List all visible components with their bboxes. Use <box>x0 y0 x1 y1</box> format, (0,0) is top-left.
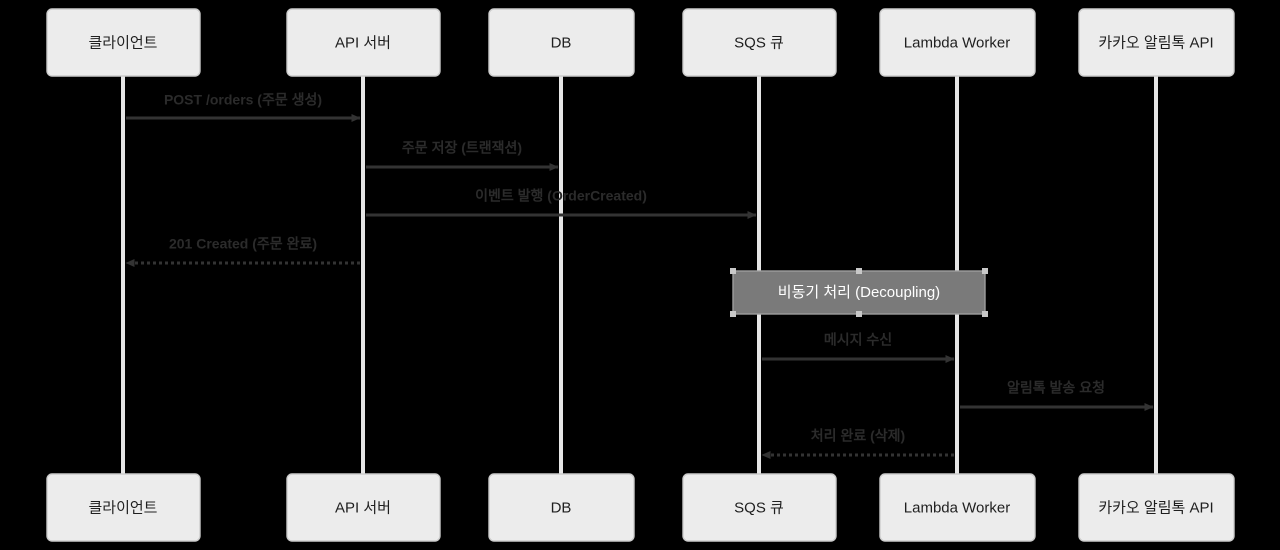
actor-label: 클라이언트 <box>88 499 157 516</box>
actor-box-rect <box>879 473 1036 542</box>
actor-kakao-bottom[interactable]: 카카오 알림톡 API <box>1078 473 1235 542</box>
actor-box-rect <box>286 473 441 542</box>
actor-label: SQS 큐 <box>734 499 784 516</box>
note-resize-handle[interactable] <box>730 311 736 317</box>
actor-label: API 서버 <box>335 34 391 51</box>
actor-lambda-bottom[interactable]: Lambda Worker <box>879 473 1036 542</box>
message-label: 메시지 수신 <box>824 332 892 348</box>
messages-group: POST /orders (주문 생성) 주문 저장 (트랜잭션) 이벤트 발행 (… <box>125 92 1154 459</box>
message-label: 주문 저장 (트랜잭션) <box>402 140 522 156</box>
actor-box-rect <box>1078 8 1235 77</box>
note-resize-handle[interactable] <box>982 311 988 317</box>
notes-group: 비동기 처리 (Decoupling) <box>730 268 988 317</box>
actor-kakao-top[interactable]: 카카오 알림톡 API <box>1078 8 1235 77</box>
actor-label: 카카오 알림톡 API <box>1098 499 1213 516</box>
actor-label: DB <box>551 499 572 516</box>
actor-label: API 서버 <box>335 499 391 516</box>
actor-box-rect <box>1078 473 1235 542</box>
actor-box-rect <box>488 473 635 542</box>
message-label: POST /orders (주문 생성) <box>164 92 322 108</box>
actor-db-bottom[interactable]: DB <box>488 473 635 542</box>
note-rect <box>732 270 986 315</box>
actor-boxes-bottom: 클라이언트 API 서버 DB SQS 큐 Lambda Worker 카카오 알림톡 A… <box>46 473 1235 542</box>
lifelines-group <box>121 76 1158 474</box>
actor-label: SQS 큐 <box>734 34 784 51</box>
note-resize-handle[interactable] <box>730 268 736 274</box>
message-label: 알림톡 발송 요청 <box>1007 380 1105 396</box>
actor-label: 카카오 알림톡 API <box>1098 34 1213 51</box>
actor-box-rect <box>46 473 201 542</box>
message-lambda-to-sqs[interactable]: 처리 완료 (삭제) <box>761 428 954 459</box>
message-sqs-to-lambda[interactable]: 메시지 수신 <box>762 332 955 363</box>
actor-box-rect <box>286 8 441 77</box>
message-api-to-client[interactable]: 201 Created (주문 완료) <box>125 236 360 267</box>
message-lambda-to-kakao[interactable]: 알림톡 발송 요청 <box>960 380 1154 411</box>
actor-lambda-top[interactable]: Lambda Worker <box>879 8 1036 77</box>
actor-box-rect <box>682 473 837 542</box>
note-box[interactable]: 비동기 처리 (Decoupling) <box>730 268 988 317</box>
note-label: 비동기 처리 (Decoupling) <box>778 284 940 301</box>
message-label: 이벤트 발행 (OrderCreated) <box>475 188 647 204</box>
message-label: 처리 완료 (삭제) <box>811 428 905 444</box>
actor-box-rect <box>879 8 1036 77</box>
actor-boxes-top: 클라이언트 API 서버 DB SQS 큐 Lambda Worker 카카오 알림톡 A… <box>46 8 1235 77</box>
message-api-to-db[interactable]: 주문 저장 (트랜잭션) <box>366 140 559 171</box>
actor-box-rect <box>46 8 201 77</box>
actor-label: 클라이언트 <box>88 34 157 51</box>
note-resize-handle[interactable] <box>856 311 862 317</box>
message-client-to-api[interactable]: POST /orders (주문 생성) <box>126 92 361 122</box>
actor-label: DB <box>551 34 572 51</box>
actor-box-rect <box>488 8 635 77</box>
note-resize-handle[interactable] <box>982 268 988 274</box>
actor-box-rect <box>682 8 837 77</box>
actor-client-top[interactable]: 클라이언트 <box>46 8 201 77</box>
actor-db-top[interactable]: DB <box>488 8 635 77</box>
actor-client-bottom[interactable]: 클라이언트 <box>46 473 201 542</box>
actor-sqs-bottom[interactable]: SQS 큐 <box>682 473 837 542</box>
actor-sqs-top[interactable]: SQS 큐 <box>682 8 837 77</box>
actor-label: Lambda Worker <box>904 499 1010 516</box>
actor-api-top[interactable]: API 서버 <box>286 8 441 77</box>
note-resize-handle[interactable] <box>856 268 862 274</box>
actor-api-bottom[interactable]: API 서버 <box>286 473 441 542</box>
message-api-to-sqs[interactable]: 이벤트 발행 (OrderCreated) <box>366 188 757 219</box>
actor-label: Lambda Worker <box>904 34 1010 51</box>
message-label: 201 Created (주문 완료) <box>169 236 317 252</box>
